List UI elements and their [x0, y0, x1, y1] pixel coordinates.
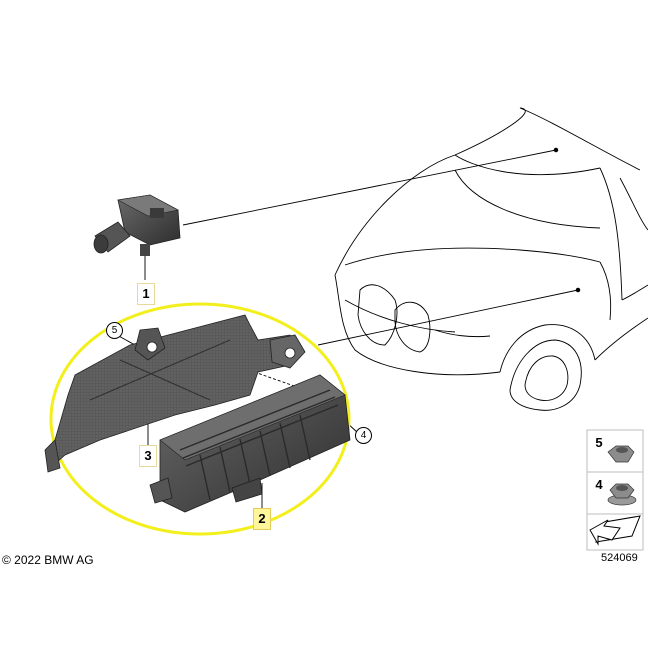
bracket-icon	[44, 314, 306, 473]
callout-part-5[interactable]: 5	[106, 322, 123, 339]
legend-label-5[interactable]: 5	[595, 435, 603, 450]
callout-part-2[interactable]: 2	[253, 508, 271, 530]
highlight-ellipse	[49, 302, 351, 536]
car-outline	[334, 107, 648, 411]
copyright-text: © 2022 BMW AG	[2, 553, 94, 567]
callout-part-3[interactable]: 3	[139, 445, 157, 467]
control-unit-icon	[149, 374, 351, 513]
callout-part-1[interactable]: 1	[137, 283, 155, 305]
legend-nut-box	[586, 429, 644, 473]
sensor-icon	[93, 194, 181, 256]
nut-icon	[607, 445, 635, 463]
diagram-number: 524069	[601, 552, 638, 564]
legend-label-4[interactable]: 4	[595, 477, 603, 492]
arrow-icon	[589, 515, 641, 546]
legend-flange-nut-box	[586, 471, 644, 515]
legend-arrow-box	[586, 513, 644, 551]
flange-nut-icon	[607, 483, 637, 506]
callout-part-4[interactable]: 4	[355, 427, 372, 444]
